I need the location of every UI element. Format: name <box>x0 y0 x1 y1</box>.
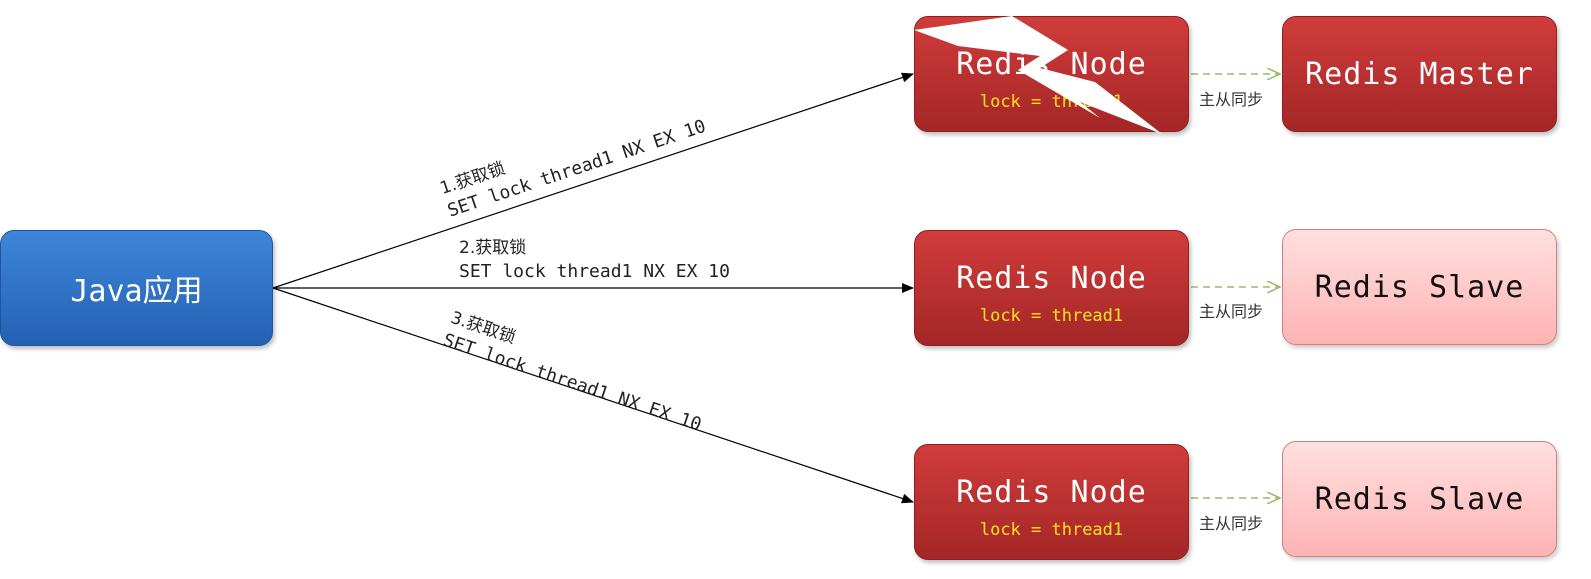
request-command: SET lock thread1 NX EX 10 <box>459 261 730 282</box>
redis-node-title: Redis Node <box>956 260 1147 296</box>
request-step: 2.获取锁 <box>459 238 527 258</box>
redis-slave-label: Redis Slave <box>1314 481 1525 517</box>
redis-node-lock: lock = thread1 <box>979 305 1124 326</box>
redis-slave-node-1[interactable]: Redis Slave <box>1282 229 1557 345</box>
redis-node-title: Redis Node <box>956 474 1147 510</box>
request-arrow-1 <box>272 72 914 289</box>
redis-slave-label: Redis Slave <box>1314 269 1525 305</box>
redis-master-node[interactable]: Redis Master <box>1282 16 1557 132</box>
redis-master-label: Redis Master <box>1305 56 1534 92</box>
request-arrow-3 <box>272 287 914 504</box>
sync-label-2: 主从同步 <box>1199 302 1264 321</box>
redis-slave-node-2[interactable]: Redis Slave <box>1282 441 1557 557</box>
sync-label-1: 主从同步 <box>1199 90 1264 109</box>
redis-node-3[interactable]: Redis Node lock = thread1 <box>914 444 1189 560</box>
java-app-node[interactable]: Java应用 <box>0 230 273 346</box>
redis-node-2[interactable]: Redis Node lock = thread1 <box>914 230 1189 346</box>
request-label-2: 2.获取锁 SET lock thread1 NX EX 10 <box>459 236 730 284</box>
sync-label-3: 主从同步 <box>1199 514 1264 533</box>
redis-node-lock: lock = thread1 <box>979 519 1124 540</box>
java-app-label: Java应用 <box>70 274 203 309</box>
